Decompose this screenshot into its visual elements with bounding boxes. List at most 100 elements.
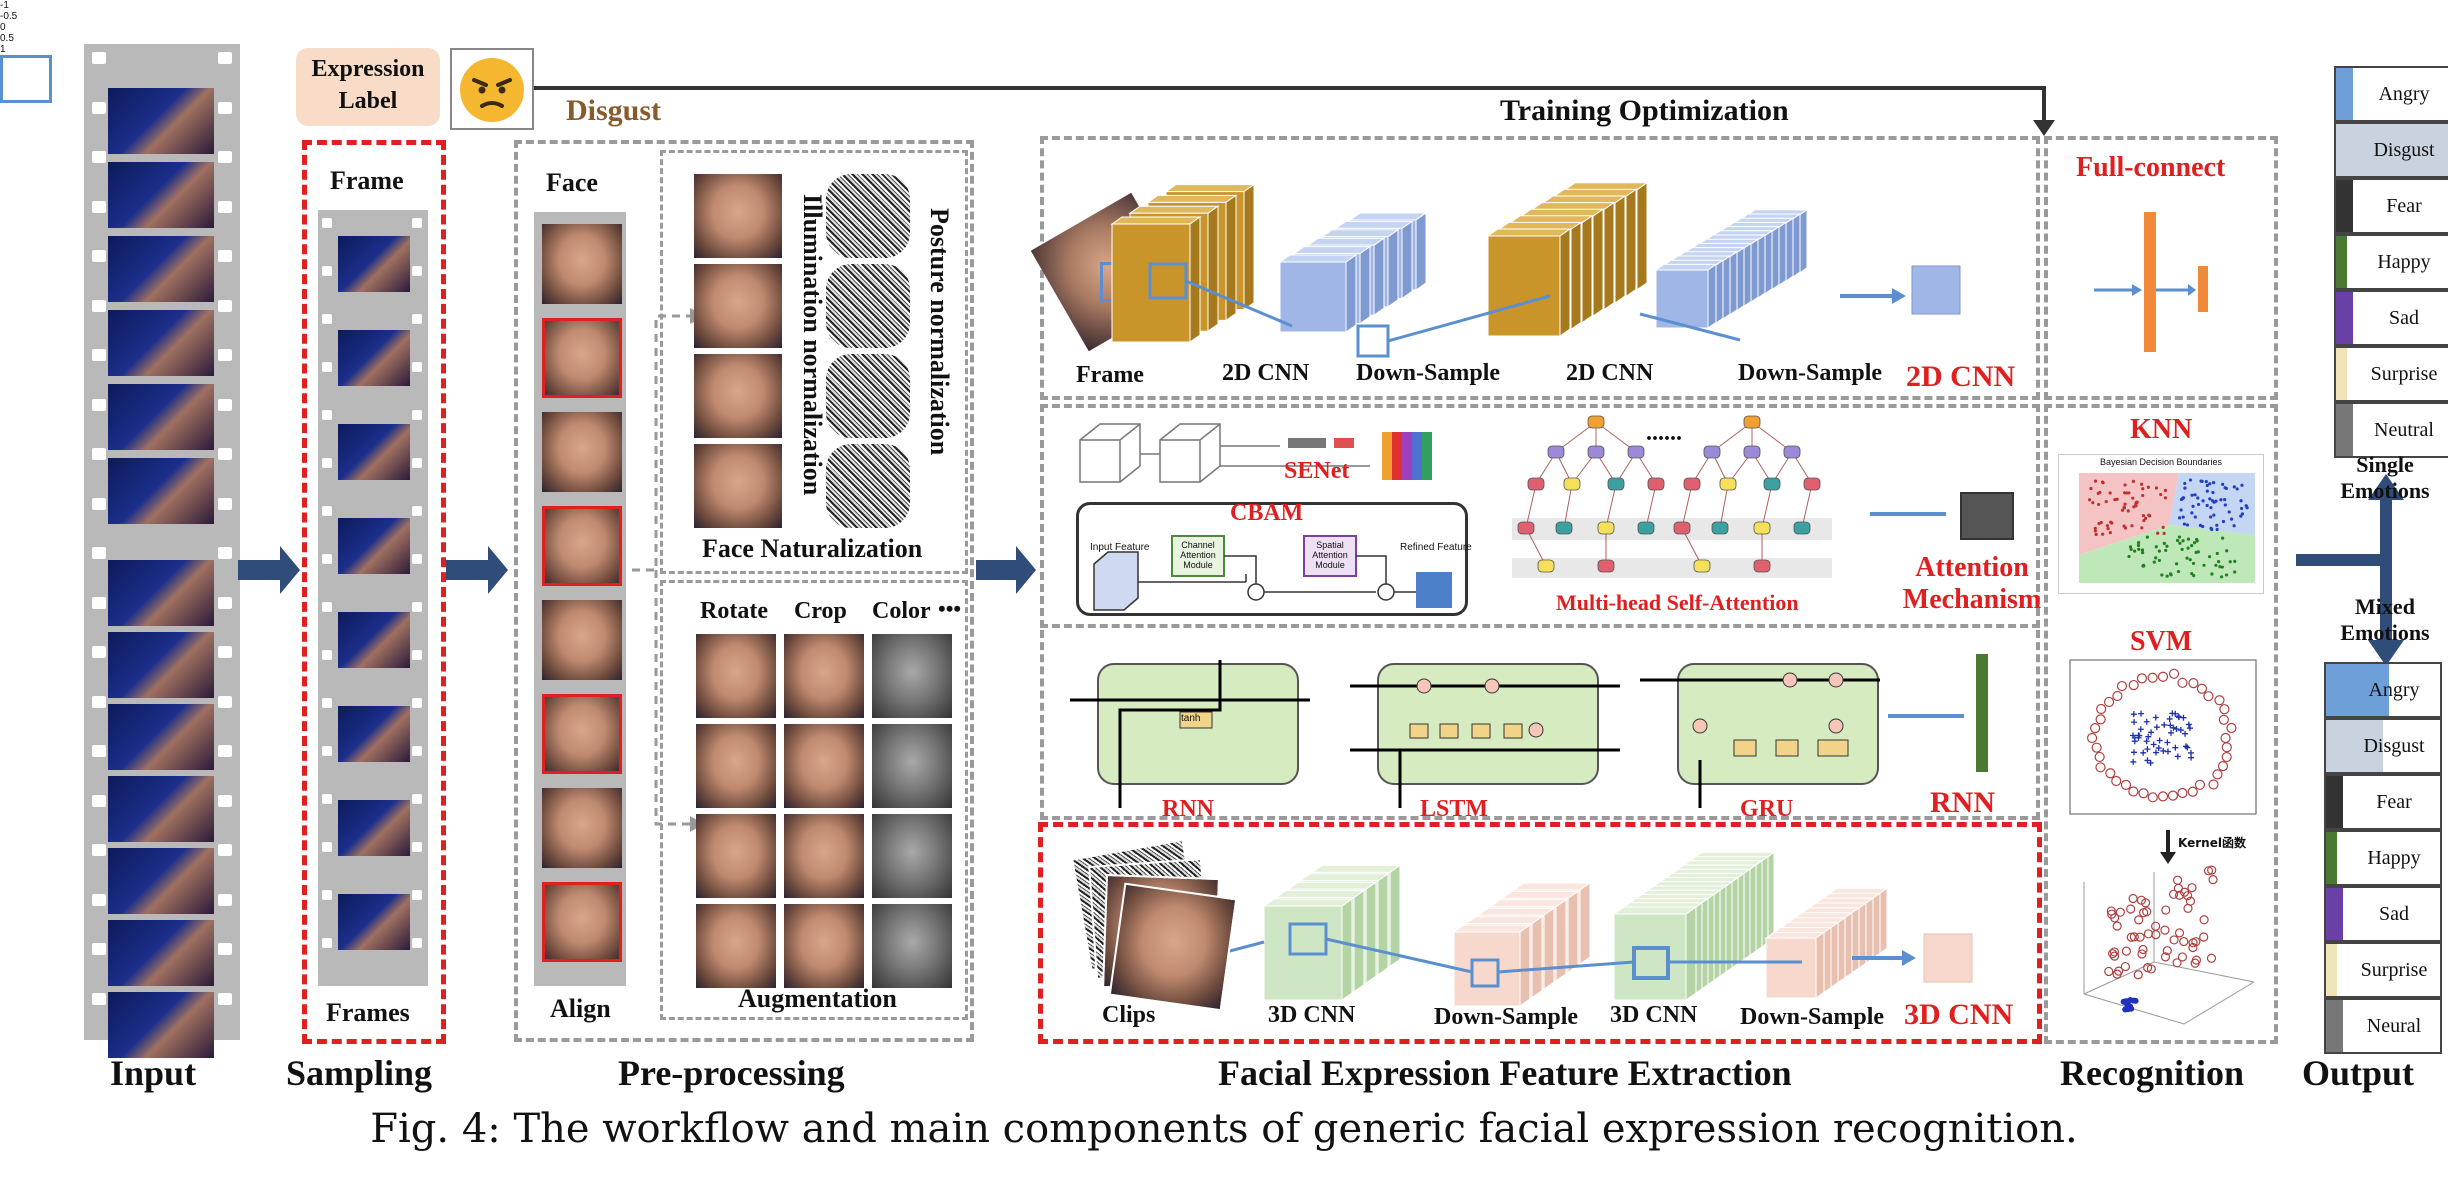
film-hole: [92, 745, 106, 757]
figure-caption: Fig. 4: The workflow and main components…: [370, 1106, 2078, 1152]
film-hole: [412, 362, 422, 372]
attention-box: [1040, 404, 2040, 628]
film-hole: [218, 200, 232, 213]
mhsa-tree-b-edge: [1719, 483, 1729, 529]
knn-dot-red: [2122, 505, 2126, 509]
svm3d-point: [2207, 865, 2217, 875]
cnn2d-block-c-side: [1592, 208, 1604, 318]
knn-dot-red: [2113, 498, 2117, 502]
arrow-input-sampling: [238, 546, 300, 594]
svm-ring-point: [2090, 723, 2101, 734]
knn-dot-green: [2214, 563, 2218, 567]
cnn2d-output-block: [1911, 265, 1961, 315]
cnn3d-link-c: [1497, 960, 1635, 974]
film-hole: [92, 299, 106, 312]
knn-dot-blue: [2201, 499, 2205, 503]
knn-dot-red: [2108, 491, 2112, 495]
film-hole: [218, 943, 232, 955]
mixed-emotion-bar: [2326, 776, 2344, 828]
input-frame-thumb: [108, 704, 214, 770]
knn-dot-green: [2128, 545, 2133, 549]
svm-ring-point: [2188, 678, 2199, 689]
mhsa-tree-a-node: [1587, 415, 1605, 429]
preprocessing-face-label: Face: [546, 168, 598, 197]
gru-label: GRU: [1740, 796, 1794, 822]
knn-dot-green: [2165, 544, 2169, 548]
knn-dot-blue: [2223, 497, 2227, 502]
svm3d-point: [2208, 875, 2218, 885]
knn-dot-red: [2098, 490, 2102, 494]
svm-cross-point: [2150, 741, 2157, 748]
augmented-face: [784, 904, 864, 988]
cnn3d-block-d-face: [1765, 937, 1817, 999]
film-hole: [322, 266, 332, 276]
full-connect-box: [2044, 136, 2278, 400]
rnn-cell: [1070, 660, 1310, 808]
cnn3d-down-label-b: Down-Sample: [1740, 1004, 1885, 1030]
cnn2d-block-c-side: [1636, 181, 1648, 291]
single-emotion-text: Sad: [2389, 306, 2419, 329]
input-frame-thumb: [108, 992, 214, 1058]
mhsa-tree-a-node: [1627, 445, 1645, 459]
sampling-frame-thumb: [338, 800, 410, 856]
senet-label: SENet: [1284, 458, 1350, 484]
film-hole: [412, 314, 422, 324]
augmented-face: [696, 724, 776, 808]
mhsa-band-b: [1512, 558, 1832, 578]
svm-cross-point: [2131, 738, 2138, 745]
film-hole: [322, 314, 332, 324]
mhsa-dots: ......: [1646, 420, 1682, 446]
input-frame-thumb: [108, 310, 214, 376]
aligned-face: [542, 600, 622, 680]
knn-dot-green: [2154, 556, 2158, 560]
arrow-preprocessing-extraction: [976, 546, 1036, 594]
mhsa-tree-a-node: [1537, 559, 1555, 573]
expression-label-line2: Label: [338, 88, 398, 114]
knn-dot-green: [2129, 547, 2133, 551]
svm-cross-point: [2167, 722, 2174, 729]
input-frame-thumb: [108, 920, 214, 986]
knn-dot-red: [2154, 486, 2159, 490]
knn-dot-blue: [2232, 524, 2236, 528]
cnn2d-block-b-side: [1359, 245, 1371, 325]
cnn2d-block-a-top: [1146, 194, 1238, 203]
stage-feature-extraction: Facial Expression Feature Extraction: [1218, 1053, 1792, 1093]
cbam-label: CBAM: [1230, 500, 1304, 526]
training-optimization-label: Training Optimization: [1500, 94, 1789, 127]
mixed-emotion-bar: [2326, 664, 2389, 716]
svm3d-point: [2151, 930, 2161, 940]
rnn-title: RNN: [1930, 786, 1995, 819]
knn-dot-red: [2131, 496, 2135, 500]
knn-plot-title: Bayesian Decision Boundaries: [2099, 457, 2223, 467]
knn-dot-blue: [2224, 486, 2228, 491]
aug-ellipsis: •••: [938, 596, 962, 621]
augmented-face: [872, 814, 952, 898]
svm3d-point: [2177, 952, 2188, 962]
cnn3d-block-b-top: [1464, 916, 1544, 925]
knn-dot-green: [2164, 548, 2168, 553]
svm3d-point: [2169, 935, 2179, 945]
knn-dot-green: [2225, 549, 2229, 553]
augmented-face: [872, 634, 952, 718]
film-hole: [322, 890, 332, 900]
film-hole: [412, 938, 422, 948]
cnn2d-block-b-side: [1415, 212, 1427, 291]
mhsa-tree-b-node: [1793, 521, 1811, 535]
svm-ring-point: [2147, 792, 2158, 803]
rnn-box: [1040, 630, 2040, 820]
cnn2d-block-a-side: [1243, 183, 1255, 311]
film-hole: [322, 458, 332, 468]
svm-ring-point: [2167, 790, 2179, 801]
film-hole: [92, 547, 106, 559]
cnn2d-block-c-top: [1541, 195, 1627, 204]
knn-dot-green: [2145, 535, 2149, 539]
rnn-cells: [1070, 660, 1880, 808]
augmented-face: [872, 724, 952, 808]
mhsa-tree-a-node: [1597, 521, 1615, 535]
cnn3d-block-a-side: [1365, 881, 1377, 985]
svm-ring-point: [2116, 680, 2128, 692]
cnn2d-arrowhead: [1892, 288, 1906, 304]
mixed-emotion-item: Angry: [2324, 662, 2442, 718]
film-hole: [218, 893, 232, 906]
